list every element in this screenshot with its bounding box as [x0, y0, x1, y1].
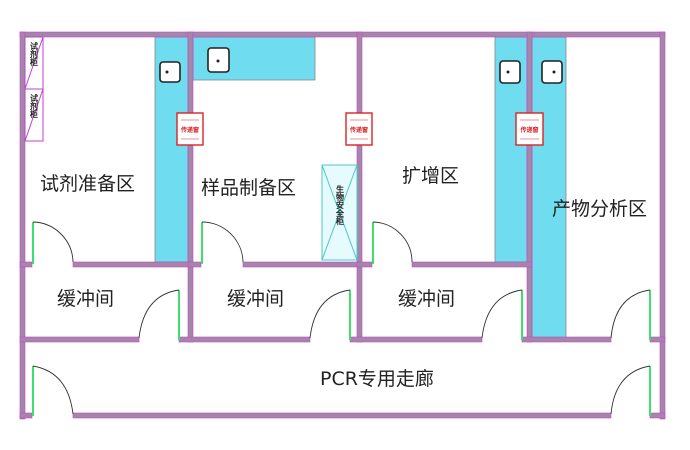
- wall-h-buffer: [521, 336, 612, 343]
- pass-box-label: 传递窗: [519, 126, 538, 134]
- room-label-amplification: 扩增区: [402, 165, 459, 187]
- door-corridor-right[interactable]: [610, 365, 651, 416]
- wall-h-upper: [411, 261, 533, 268]
- door-reagent-room[interactable]: [32, 221, 74, 264]
- pass-box-3: 传递窗: [515, 112, 544, 146]
- sink-icon: [159, 61, 181, 83]
- room-label-corridor: PCR专用走廊: [320, 368, 434, 390]
- wall-top: [19, 31, 666, 38]
- door-sample-room[interactable]: [201, 221, 244, 264]
- pass-box-2: 传递窗: [345, 112, 373, 146]
- door-buffer-3[interactable]: [481, 289, 523, 340]
- pass-box-1: 传递窗: [176, 112, 204, 146]
- room-label-buffer-2: 缓冲间: [227, 288, 284, 310]
- room-label-reagent-prep: 试剂准备区: [40, 173, 135, 195]
- bench-analysis-room: [531, 36, 567, 339]
- wall-bottom-right: [649, 412, 666, 419]
- biosafety-cabinet: 生物安全柜: [321, 164, 358, 261]
- reagent-cabinet-2: 试剂柜: [24, 88, 44, 142]
- wall-h-buffer: [649, 336, 666, 343]
- wall-v3: [526, 31, 533, 343]
- sink-icon: [207, 47, 230, 73]
- wall-left: [19, 31, 26, 420]
- sink-icon: [541, 60, 563, 84]
- reagent-cabinet-1: 试剂柜: [24, 36, 44, 90]
- reagent-cabinet-label: 试剂柜: [30, 93, 39, 119]
- pass-box-label: 传递窗: [349, 126, 368, 134]
- door-buffer-1[interactable]: [138, 289, 180, 340]
- room-label-sample-prep: 样品制备区: [201, 177, 296, 199]
- room-label-buffer-3: 缓冲间: [398, 288, 455, 310]
- pass-box-label: 传递窗: [180, 126, 199, 134]
- wall-h-buffer: [349, 336, 483, 343]
- sink-icon: [499, 60, 521, 84]
- wall-bottom: [72, 412, 612, 419]
- door-amplification-room[interactable]: [372, 221, 413, 264]
- wall-h-upper: [19, 261, 33, 268]
- wall-h-buffer: [19, 336, 140, 343]
- wall-v1: [187, 31, 194, 343]
- door-analysis-room[interactable]: [610, 289, 651, 340]
- room-label-product-analysis: 产物分析区: [552, 198, 647, 220]
- wall-h-upper: [187, 261, 202, 268]
- reagent-cabinet-label: 试剂柜: [30, 41, 39, 67]
- wall-v2: [356, 31, 363, 343]
- door-corridor-left[interactable]: [32, 365, 74, 416]
- wall-h-buffer: [178, 336, 311, 343]
- door-buffer-2[interactable]: [309, 289, 351, 340]
- wall-right: [659, 31, 666, 420]
- wall-bottom-left: [19, 412, 33, 419]
- biosafety-cabinet-label: 生物安全柜: [335, 184, 345, 226]
- room-label-buffer-1: 缓冲间: [57, 288, 114, 310]
- wall-h-upper: [356, 261, 373, 268]
- wall-h-upper: [242, 261, 363, 268]
- wall-h-upper: [72, 261, 194, 268]
